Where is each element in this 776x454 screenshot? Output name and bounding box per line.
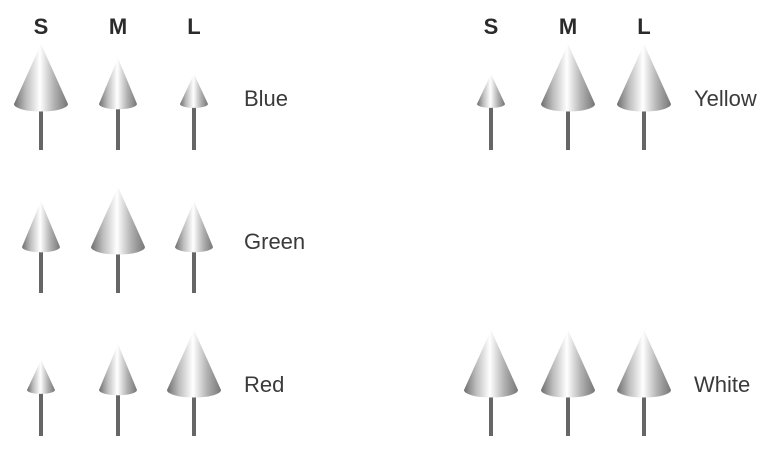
cone-blue-l-icon xyxy=(180,74,208,150)
label-green: Green xyxy=(244,229,305,254)
cone-yellow-s-icon xyxy=(477,74,505,150)
cone-blue-s-icon xyxy=(14,44,68,150)
cone-green-l-icon xyxy=(175,201,213,293)
cone-white-l-icon xyxy=(617,330,671,436)
label-blue: Blue xyxy=(244,86,288,111)
cone-white-m-icon xyxy=(541,330,595,436)
cone-green-s-icon xyxy=(22,201,60,293)
label-white: White xyxy=(694,372,750,397)
header-m-left: M xyxy=(109,14,127,39)
header-s-right: S xyxy=(484,14,499,39)
cone-red-l-icon xyxy=(167,330,221,436)
cone-white-s-icon xyxy=(464,330,518,436)
header-s-left: S xyxy=(34,14,49,39)
header-m-right: M xyxy=(559,14,577,39)
cone-red-s-icon xyxy=(27,360,55,436)
cone-yellow-m-icon xyxy=(541,44,595,150)
header-l-left: L xyxy=(187,14,200,39)
cone-green-m-icon xyxy=(91,187,145,293)
cone-icons xyxy=(14,44,671,436)
cone-yellow-l-icon xyxy=(617,44,671,150)
label-yellow: Yellow xyxy=(694,86,757,111)
header-l-right: L xyxy=(637,14,650,39)
cone-blue-m-icon xyxy=(99,58,137,150)
cone-red-m-icon xyxy=(99,344,137,436)
label-red: Red xyxy=(244,372,284,397)
